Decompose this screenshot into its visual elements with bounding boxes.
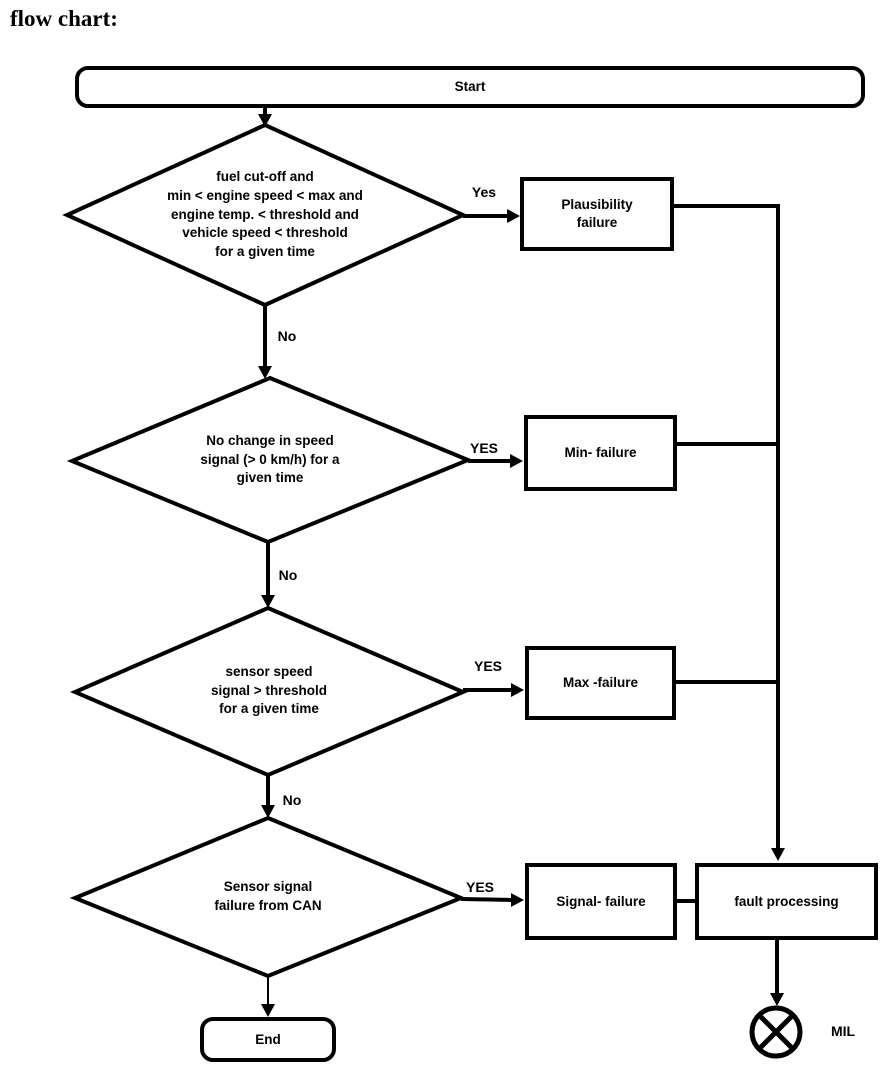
mil-circle bbox=[749, 1005, 803, 1059]
arrowhead-to-end bbox=[261, 1004, 275, 1017]
yes-label-1: Yes bbox=[471, 184, 497, 200]
plausibility-failure-label: Plausibility failure bbox=[561, 197, 633, 230]
plausibility-failure-box: Plausibility failure bbox=[520, 177, 674, 251]
yes-label-4: YES bbox=[465, 879, 494, 895]
arrowhead-decision2-yes bbox=[510, 454, 523, 468]
connector-decision4-yes bbox=[460, 897, 514, 902]
decision-2-text-area: No change in speed signal (> 0 km/h) for… bbox=[90, 418, 450, 502]
decision-4-text: Sensor signal failure from CAN bbox=[214, 879, 322, 913]
decision-1-text: fuel cut-off and min < engine speed < ma… bbox=[167, 168, 363, 260]
no-label-3: No bbox=[282, 792, 302, 808]
arrowhead-decision4-yes bbox=[511, 893, 524, 907]
arrowhead-to-mil bbox=[770, 993, 784, 1006]
decision-2-text: No change in speed signal (> 0 km/h) for… bbox=[200, 432, 340, 486]
arrowhead-decision3-yes bbox=[511, 683, 524, 697]
signal-failure-label: Signal- failure bbox=[556, 893, 646, 909]
max-failure-box: Max -failure bbox=[525, 646, 676, 720]
decision-3-text: sensor speed signal > threshold for a gi… bbox=[211, 663, 327, 717]
max-failure-label: Max -failure bbox=[562, 675, 639, 691]
arrowhead-start-to-decision1 bbox=[258, 114, 272, 127]
start-label: Start bbox=[454, 79, 486, 95]
yes-label-3: YES bbox=[473, 658, 502, 674]
arrowhead-into-fault-processing bbox=[771, 848, 785, 861]
arrowhead-decision2-no bbox=[261, 595, 275, 608]
min-failure-label: Min- failure bbox=[564, 445, 637, 461]
fault-processing-box: fault processing bbox=[695, 863, 878, 940]
no-label-2: No bbox=[278, 567, 298, 583]
yes-label-2: YES bbox=[469, 440, 498, 456]
decision-4-text-area: Sensor signal failure from CAN bbox=[88, 872, 448, 922]
min-failure-box: Min- failure bbox=[524, 415, 677, 491]
no-label-1: No bbox=[277, 328, 297, 344]
signal-failure-box: Signal- failure bbox=[525, 863, 677, 940]
page-heading: flow chart: bbox=[10, 6, 118, 31]
arrowhead-decision3-no bbox=[261, 805, 275, 818]
decision-3-text-area: sensor speed signal > threshold for a gi… bbox=[89, 652, 449, 730]
arrowhead-decision1-yes bbox=[507, 209, 520, 223]
fault-processing-label: fault processing bbox=[734, 893, 839, 909]
start-node: Start bbox=[75, 66, 865, 108]
mil-indicator-icon bbox=[749, 1005, 803, 1059]
end-node: End bbox=[200, 1017, 336, 1062]
decision-1-text-area: fuel cut-off and min < engine speed < ma… bbox=[85, 150, 445, 280]
end-label: End bbox=[255, 1031, 281, 1047]
arrowhead-decision1-no bbox=[258, 366, 272, 379]
mil-cross-line-2 bbox=[757, 1013, 795, 1051]
connector-failures-to-fault-processing bbox=[672, 204, 780, 850]
mil-label: MIL bbox=[830, 1023, 856, 1039]
